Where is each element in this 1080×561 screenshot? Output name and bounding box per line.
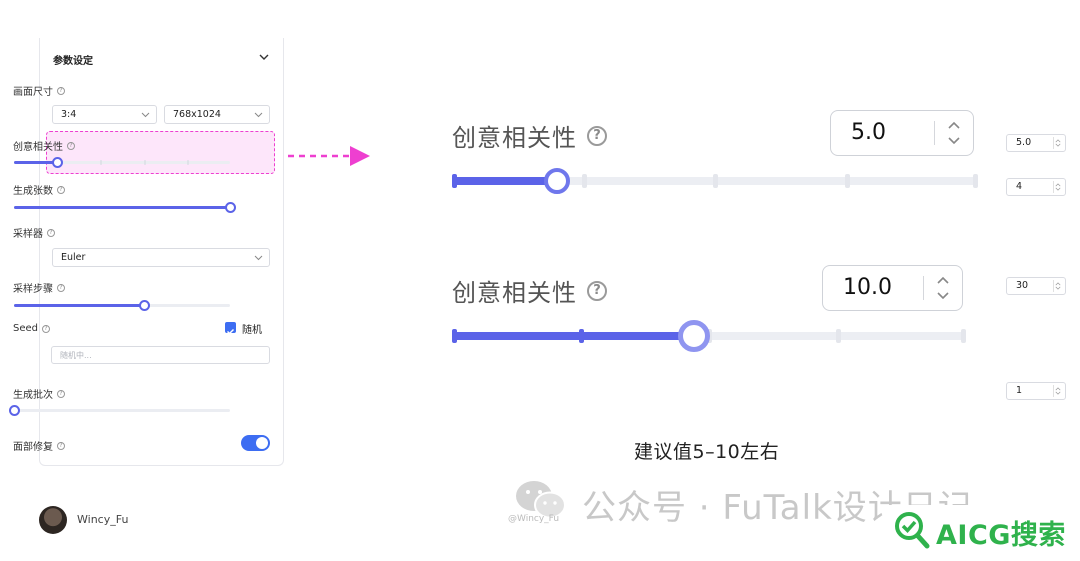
stepper-icon[interactable] (1053, 280, 1062, 292)
help-icon[interactable]: ? (42, 324, 50, 333)
settings-panel: 参数设定 (39, 38, 284, 466)
suggestion-text: 建议值5–10左右 (634, 441, 780, 463)
watermark-handle: @Wincy_Fu (508, 514, 560, 524)
slider-fill (14, 206, 230, 209)
help-icon[interactable]: ? (57, 185, 65, 194)
slider-tick (581, 174, 587, 188)
batch-input[interactable]: 1 (1006, 382, 1066, 400)
random-checkbox[interactable] (225, 322, 236, 335)
sampling-steps-slider[interactable] (14, 300, 230, 311)
sampling-steps-input[interactable]: 30 (1006, 277, 1066, 295)
slider-fill (14, 161, 58, 164)
aicg-badge-text: AICG搜索 (936, 520, 1066, 551)
demo-row-1-label: 创意相关性 ? (452, 118, 607, 153)
help-icon[interactable]: ? (57, 283, 65, 292)
chevron-down-icon (254, 255, 263, 261)
stepper-icon[interactable] (1053, 181, 1062, 193)
chevron-down-icon[interactable] (257, 50, 271, 64)
help-icon[interactable]: ? (57, 389, 65, 398)
slider-tick (961, 329, 966, 343)
slider-tick (100, 160, 103, 165)
slider-handle[interactable] (9, 405, 20, 416)
creativity-input[interactable]: 5.0 (1006, 134, 1066, 152)
slider-fill (452, 332, 694, 340)
image-count-slider[interactable] (14, 202, 236, 213)
random-label: 随机 (242, 325, 262, 336)
highlight-box (46, 131, 275, 174)
slider-tick (713, 174, 718, 188)
panel-title: 参数设定 (53, 56, 93, 67)
slider-handle[interactable] (544, 168, 571, 194)
batch-label: 生成批次 ? (13, 386, 65, 401)
slider-tick (186, 160, 189, 165)
image-count-input[interactable]: 4 (1006, 178, 1066, 196)
slider-handle[interactable] (138, 300, 150, 311)
face-restore-label: 面部修复 ? (13, 438, 65, 453)
seed-label: Seed ? (13, 323, 50, 334)
stepper-icon[interactable] (1053, 385, 1062, 397)
slider-handle[interactable] (225, 202, 236, 213)
image-count-label: 生成张数 ? (13, 182, 65, 197)
slider-tick (973, 174, 978, 188)
stepper-icon[interactable] (934, 274, 952, 302)
face-restore-toggle[interactable] (241, 435, 270, 451)
stepper-icon[interactable] (1053, 137, 1062, 149)
stepper-icon[interactable] (945, 119, 963, 147)
slider-handle[interactable] (52, 157, 64, 168)
sampler-label: 采样器 ? (13, 225, 55, 240)
chevron-down-icon (254, 112, 263, 118)
chevron-down-icon (141, 112, 150, 118)
help-icon[interactable]: ? (47, 228, 55, 237)
slider-tick (844, 174, 850, 188)
slider-fill (452, 177, 558, 185)
help-icon[interactable]: ? (587, 280, 607, 301)
slider-tick (143, 160, 146, 165)
sampling-steps-label: 采样步骤 ? (13, 280, 65, 295)
aicg-badge: AICG搜索 (888, 505, 1080, 561)
help-icon[interactable]: ? (57, 86, 65, 95)
canvas-size-label: 画面尺寸 ? (13, 83, 65, 98)
resolution-select[interactable]: 768x1024 (164, 105, 270, 124)
search-icon (895, 512, 930, 549)
seed-input[interactable]: 随机中... (51, 346, 270, 364)
divider (934, 121, 935, 145)
help-icon[interactable]: ? (587, 125, 607, 146)
author-name: Wincy_Fu (77, 513, 129, 526)
creativity-slider[interactable] (14, 157, 230, 168)
ratio-select[interactable]: 3:4 (52, 105, 157, 124)
slider-fill (14, 304, 144, 307)
slider-handle[interactable] (677, 320, 710, 352)
help-icon[interactable]: ? (67, 141, 75, 150)
batch-slider[interactable] (9, 405, 230, 416)
toggle-knob (256, 437, 268, 449)
check-icon (226, 328, 235, 335)
slider-track (14, 161, 230, 164)
demo-row-2-label: 创意相关性 ? (452, 273, 607, 308)
wechat-icon (516, 481, 566, 519)
arrow-right-icon (288, 146, 370, 166)
avatar (39, 506, 67, 534)
demo-row-2-input[interactable]: 10.0 (822, 265, 963, 311)
help-icon[interactable]: ? (57, 441, 65, 450)
creativity-label: 创意相关性 ? (13, 138, 75, 153)
demo-row-1-input[interactable]: 5.0 (830, 110, 974, 156)
sampler-select[interactable]: Euler (52, 248, 270, 267)
slider-tick (835, 329, 841, 343)
slider-track (14, 409, 230, 412)
demo-row-1-slider[interactable] (452, 168, 978, 194)
demo-row-2-slider[interactable] (452, 320, 966, 352)
divider (923, 276, 924, 300)
